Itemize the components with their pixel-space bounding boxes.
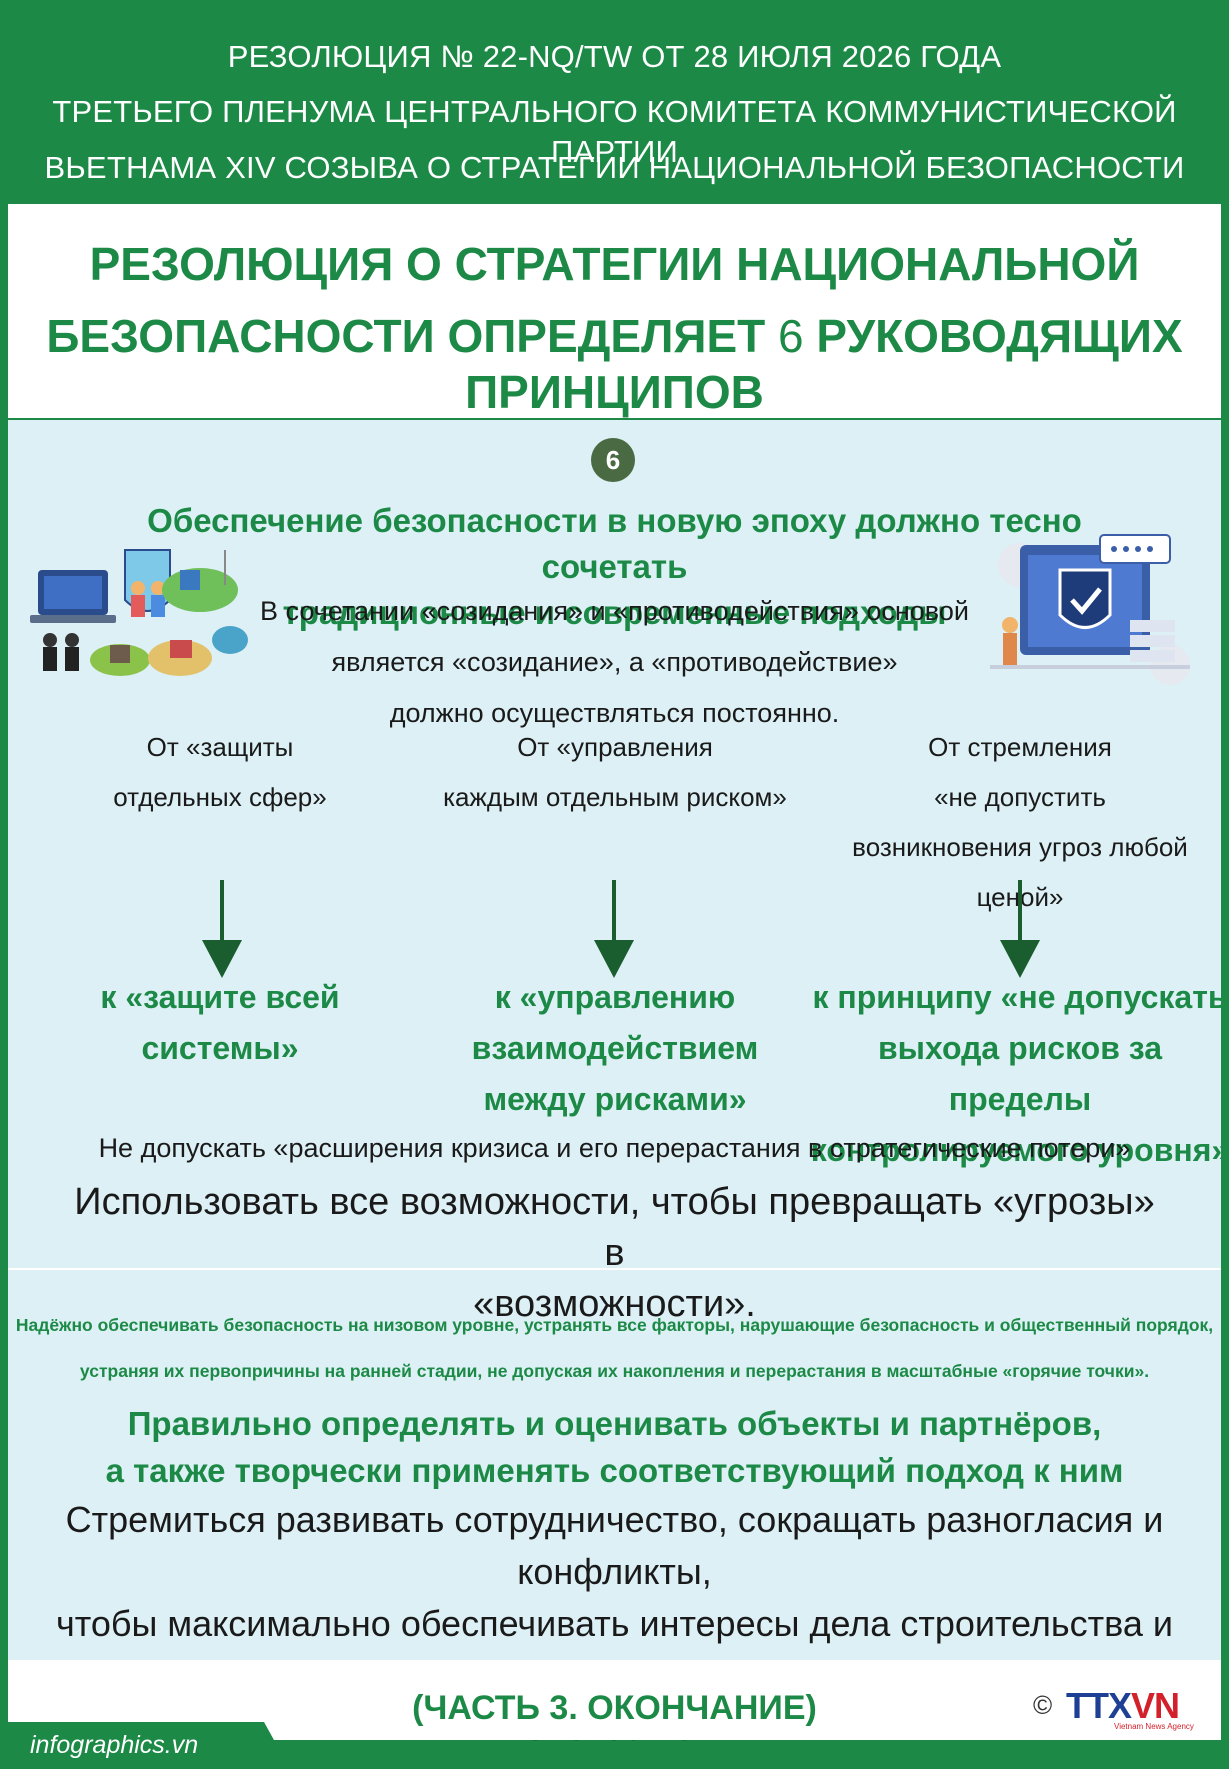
main-title-number: 6 [778, 310, 804, 362]
site-name: infographics.vn [30, 1731, 199, 1759]
main-title-part: РУКОВОДЯЩИХ ПРИНЦИПОВ [465, 310, 1183, 418]
partners-heading: Правильно определять и оценивать объекты… [40, 1400, 1189, 1494]
main-title-part: БЕЗОПАСНОСТИ ОПРЕДЕЛЯЕТ [46, 310, 779, 362]
to-column-2-line-2: взаимодействием [471, 1030, 759, 1066]
to-column-3-line-2: выхода рисков за пределы [877, 1030, 1163, 1117]
partners-heading-line-2: а также творчески применять соответствую… [105, 1452, 1124, 1489]
footer-tab [0, 1722, 290, 1769]
opportunity-statement-line-1: Использовать все возможности, чтобы прев… [74, 1181, 1155, 1274]
to-column-3-line-3: контролируемого уровня» [810, 1132, 1229, 1168]
header-line-3: ВЬЕТНАМА XIV СОЗЫВА О СТРАТЕГИИ НАЦИОНАЛ… [44, 150, 1185, 185]
grassroots-security-line-2: устраняя их первопричины на ранней стади… [79, 1361, 1150, 1381]
logo-text-a: TTX [1066, 1685, 1132, 1726]
arrow-down-icon [594, 880, 634, 978]
section-divider [8, 1268, 1221, 1270]
to-column-1-line-1: к «защите всей системы» [100, 979, 340, 1066]
from-column-2: От «управления каждым отдельным риском» [420, 722, 810, 822]
principle-title: Обеспечение безопасности в новую эпоху д… [80, 498, 1149, 636]
logo-subtitle: Vietnam News Agency [1114, 1722, 1194, 1731]
from-column-2-line-2: каждым отдельным риском» [443, 782, 787, 812]
cyber-security-shield-illustration-icon [990, 534, 1190, 685]
from-column-1: От «защиты отдельных сфер» [80, 722, 360, 822]
principle-title-line-1: Обеспечение безопасности в новую эпоху д… [147, 502, 1082, 585]
title-box [8, 204, 1221, 418]
opportunity-statement-line-2: «возможности». [473, 1283, 756, 1325]
arrow-down-icon [202, 880, 242, 978]
to-column-3-line-1: к принципу «не допускать [812, 979, 1228, 1015]
crisis-statement: Не допускать «расширения кризиса и его п… [98, 1133, 1131, 1163]
main-title-line-1: РЕЗОЛЮЦИЯ О СТРАТЕГИИ НАЦИОНАЛЬНОЙ [89, 238, 1140, 290]
cooperation-statement-line-1: Стремиться развивать сотрудничество, сок… [65, 1499, 1164, 1592]
principle-description: В сочетании «созидания» и «противодейств… [220, 586, 1009, 739]
arrow-down-icon [1000, 880, 1040, 978]
to-column-3: к принципу «не допускать выхода рисков з… [810, 972, 1229, 1176]
principle-description-line-3: должно осуществляться постоянно. [389, 698, 840, 728]
principle-description-line-1: В сочетании «созидания» и «противодейств… [260, 596, 969, 626]
from-column-3-line-1: От стремления [928, 732, 1112, 762]
logo-text-b: VN [1131, 1685, 1180, 1726]
to-column-2-line-3: между рисками» [483, 1081, 747, 1117]
grassroots-security-statement: Надёжно обеспечивать безопасность на низ… [14, 1302, 1215, 1394]
to-column-2: к «управлению взаимодействием между риск… [420, 972, 810, 1125]
opportunity-statement: Использовать все возможности, чтобы прев… [60, 1177, 1169, 1330]
header: РЕЗОЛЮЦИЯ № 22-NQ/TW ОТ 28 ИЮЛЯ 2026 ГОД… [0, 0, 1229, 200]
from-column-3: От стремления «не допустить возникновени… [820, 722, 1220, 922]
partners-heading-line-1: Правильно определять и оценивать объекты… [127, 1405, 1102, 1442]
principle-number-badge: 6 [591, 438, 635, 482]
to-column-2-line-1: к «управлению [494, 979, 736, 1015]
part-label: (ЧАСТЬ 3. ОКОНЧАНИЕ) [412, 1689, 817, 1727]
grassroots-security-line-1: Надёжно обеспечивать безопасность на низ… [15, 1315, 1214, 1335]
ttxvn-logo: TTXVN Vietnam News Agency [1066, 1685, 1194, 1732]
principle-title-line-2: традиционные и современные подходы [282, 594, 947, 631]
from-column-2-line-1: От «управления [517, 732, 713, 762]
header-line-2: ТРЕТЬЕГО ПЛЕНУМА ЦЕНТРАЛЬНОГО КОМИТЕТА К… [52, 94, 1177, 169]
main-title-line-2: БЕЗОПАСНОСТИ ОПРЕДЕЛЯЕТ 6 РУКОВОДЯЩИХ ПР… [8, 308, 1221, 420]
from-column-1-line-2: отдельных сфер» [113, 782, 327, 812]
from-column-1-line-1: От «защиты [146, 732, 294, 762]
security-community-illustration-icon [30, 549, 248, 676]
content-panel [8, 420, 1221, 1660]
from-column-3-line-2: «не допустить [934, 782, 1106, 812]
copyright-icon: © [1033, 1690, 1053, 1720]
header-line-1: РЕЗОЛЮЦИЯ № 22-NQ/TW ОТ 28 ИЮЛЯ 2026 ГОД… [227, 39, 1002, 74]
principle-description-line-2: является «созидание», а «противодействие… [331, 647, 898, 677]
to-column-1: к «защите всей системы» [20, 972, 420, 1074]
